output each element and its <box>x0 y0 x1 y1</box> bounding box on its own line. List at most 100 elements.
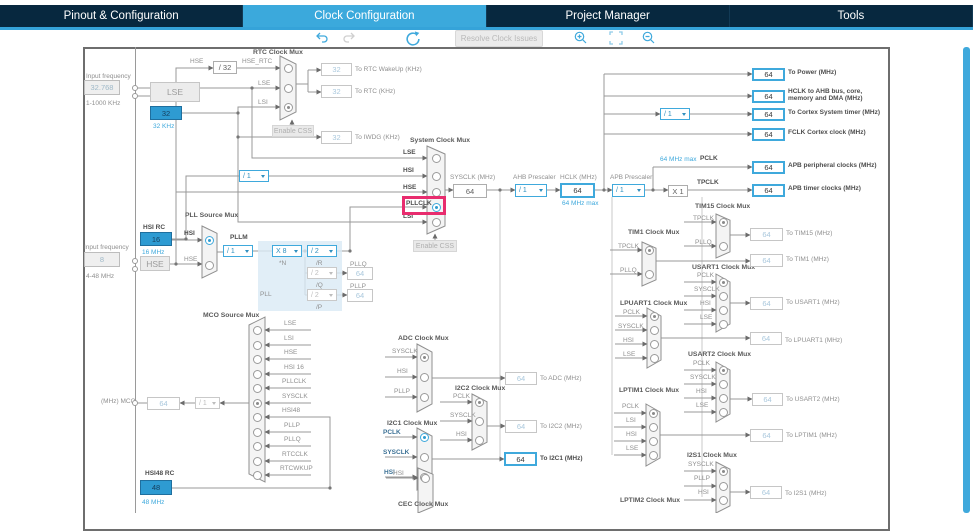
sys-enable-css-button[interactable]: Enable CSS <box>413 240 457 252</box>
lsi-rc-source[interactable]: 32 <box>150 106 182 120</box>
mco-source-mux-radio[interactable] <box>252 325 262 335</box>
apb-peripheral-value[interactable]: 64 <box>752 161 785 174</box>
rtc-clock-mux-radio[interactable] <box>283 83 293 93</box>
mco-source-mux-radio[interactable] <box>252 398 262 408</box>
pllr-divider[interactable]: / 2 <box>307 245 337 257</box>
rtc-clock-mux-radio[interactable] <box>283 63 293 73</box>
mco-source-mux-radio[interactable] <box>252 470 262 480</box>
resolve-clock-issues-button[interactable]: Resolve Clock Issues <box>455 30 543 47</box>
i2c2-clock-mux-radio[interactable] <box>475 416 484 426</box>
refresh-icon[interactable] <box>404 30 422 48</box>
mco-source-mux-radio[interactable] <box>252 340 262 350</box>
usart1-clock-mux-radio[interactable] <box>718 277 728 287</box>
hsi-divider[interactable]: / 1 <box>239 170 269 182</box>
usart2-clock-mux-radio[interactable] <box>718 393 728 403</box>
fclk-value[interactable]: 64 <box>752 128 785 141</box>
lpuart1-clock-mux-radio[interactable] <box>649 311 659 321</box>
mco-source-mux-radio[interactable] <box>252 383 262 393</box>
hse-input-frequency[interactable]: 8 <box>84 252 120 267</box>
mco-source-mux-radio[interactable] <box>252 354 262 364</box>
usart1-clock-mux-radio[interactable] <box>718 291 728 301</box>
hclk-value[interactable]: 64 <box>560 183 595 198</box>
system-clock-mux-radio[interactable] <box>431 153 441 163</box>
ahb-prescaler[interactable]: / 1 <box>515 184 547 197</box>
lse-source[interactable]: LSE <box>150 82 200 102</box>
i2s1-clock-mux-radio[interactable] <box>718 481 728 491</box>
label-pclk: PCLK <box>697 272 714 279</box>
tim1-clock-mux-radio[interactable] <box>644 245 654 255</box>
fit-to-screen-icon[interactable] <box>608 30 624 46</box>
tim15-clock-mux-radio[interactable] <box>718 217 728 227</box>
adc-clock-mux-radio[interactable] <box>420 372 429 382</box>
i2c2-clock-mux-radio[interactable] <box>475 397 484 407</box>
pllp-divider[interactable]: / 2 <box>307 289 337 301</box>
hsi48-rc-source[interactable]: 48 <box>140 480 172 495</box>
vertical-scrollbar[interactable] <box>963 47 970 513</box>
pll-source-mux-radio[interactable] <box>205 235 214 245</box>
plln-multiplier[interactable]: X 8 <box>272 245 302 257</box>
tab-clock-configuration[interactable]: Clock Configuration <box>243 5 487 27</box>
lptim1-clock-mux-radio[interactable] <box>648 422 658 432</box>
lpuart1-clock-mux-radio[interactable] <box>649 353 659 363</box>
system-clock-mux-radio[interactable] <box>431 217 441 227</box>
lpuart1-clock-mux-radio[interactable] <box>649 339 659 349</box>
rtc-clock-mux-radio[interactable] <box>283 102 293 112</box>
label-64-mhz-max: 64 MHz max <box>660 156 697 163</box>
usart2-clock-mux-radio[interactable] <box>718 365 728 375</box>
tim1-clock-mux-radio[interactable] <box>644 269 654 279</box>
tim15-clock-mux-radio[interactable] <box>718 241 728 251</box>
connector-wire <box>172 175 239 240</box>
adc-clock-mux-radio[interactable] <box>420 352 429 362</box>
i2s1-clock-mux-radio[interactable] <box>718 466 728 476</box>
undo-icon[interactable] <box>314 30 330 46</box>
label-mhz-mco: (MHz) MCO <box>101 398 136 405</box>
i2c1-clock-mux-radio[interactable] <box>420 432 429 442</box>
adc-clock-mux-radio[interactable] <box>420 392 429 402</box>
i2s1-clock-mux-radio[interactable] <box>718 495 728 505</box>
i2c1-clock-mux-radio[interactable] <box>420 452 429 462</box>
redo-icon[interactable] <box>341 30 357 46</box>
tab-project-manager[interactable]: Project Manager <box>487 5 730 27</box>
apb-prescaler[interactable]: / 1 <box>612 184 645 197</box>
lptim1-clock-mux-radio[interactable] <box>648 450 658 460</box>
mco-source-mux-radio[interactable] <box>252 412 262 422</box>
label-i2c2-clock-mux: I2C2 Clock Mux <box>455 385 506 392</box>
tab-pinout-configuration[interactable]: Pinout & Configuration <box>0 5 244 27</box>
pllm-divider[interactable]: / 1 <box>223 245 253 257</box>
pllq-divider[interactable]: / 2 <box>307 267 337 279</box>
rtc-enable-css-button[interactable]: Enable CSS <box>272 125 314 137</box>
mco-divider[interactable]: / 1 <box>195 397 220 409</box>
lptim1-clock-mux-radio[interactable] <box>648 408 658 418</box>
lpuart1-clock-mux-radio[interactable] <box>649 325 659 335</box>
zoom-out-icon[interactable] <box>641 30 657 46</box>
usart1-clock-mux-radio[interactable] <box>718 319 728 329</box>
hclk-ahb-value[interactable]: 64 <box>752 90 785 103</box>
i2c2-clock-mux-radio[interactable] <box>475 435 484 445</box>
cortex-timer-value[interactable]: 64 <box>752 108 785 121</box>
mco-source-mux-radio[interactable] <box>252 441 262 451</box>
lptim1-clock-mux-radio[interactable] <box>648 436 658 446</box>
hsi-rc-source[interactable]: 16 <box>140 232 172 246</box>
i2c1-value[interactable]: 64 <box>504 452 537 466</box>
usart2-clock-mux-radio[interactable] <box>718 379 728 389</box>
usart1-clock-mux-radio[interactable] <box>718 305 728 315</box>
boundary-pin <box>132 258 138 264</box>
usart2-clock-mux-radio[interactable] <box>718 407 728 417</box>
mco-source-mux-radio[interactable] <box>252 456 262 466</box>
zoom-in-icon[interactable] <box>573 30 589 46</box>
apb-timer-value[interactable]: 64 <box>752 184 785 197</box>
pll-source-mux-radio[interactable] <box>205 260 214 270</box>
mco-source-mux-radio[interactable] <box>252 427 262 437</box>
cec-clock-mux-radio[interactable] <box>421 473 430 483</box>
adc-value: 64 <box>505 372 537 385</box>
mco-source-mux-radio[interactable] <box>252 369 262 379</box>
system-clock-mux-radio[interactable] <box>431 171 441 181</box>
tab-tools[interactable]: Tools <box>730 5 973 27</box>
power-value[interactable]: 64 <box>752 68 785 81</box>
system-clock-mux-radio[interactable] <box>431 202 441 212</box>
hse-source[interactable]: HSE <box>140 256 170 271</box>
label-hse: HSE <box>284 349 298 356</box>
cortex-prescaler[interactable]: / 1 <box>660 108 690 120</box>
lse-input-frequency[interactable]: 32.768 <box>84 80 120 95</box>
pllp-value: 64 <box>347 289 373 302</box>
